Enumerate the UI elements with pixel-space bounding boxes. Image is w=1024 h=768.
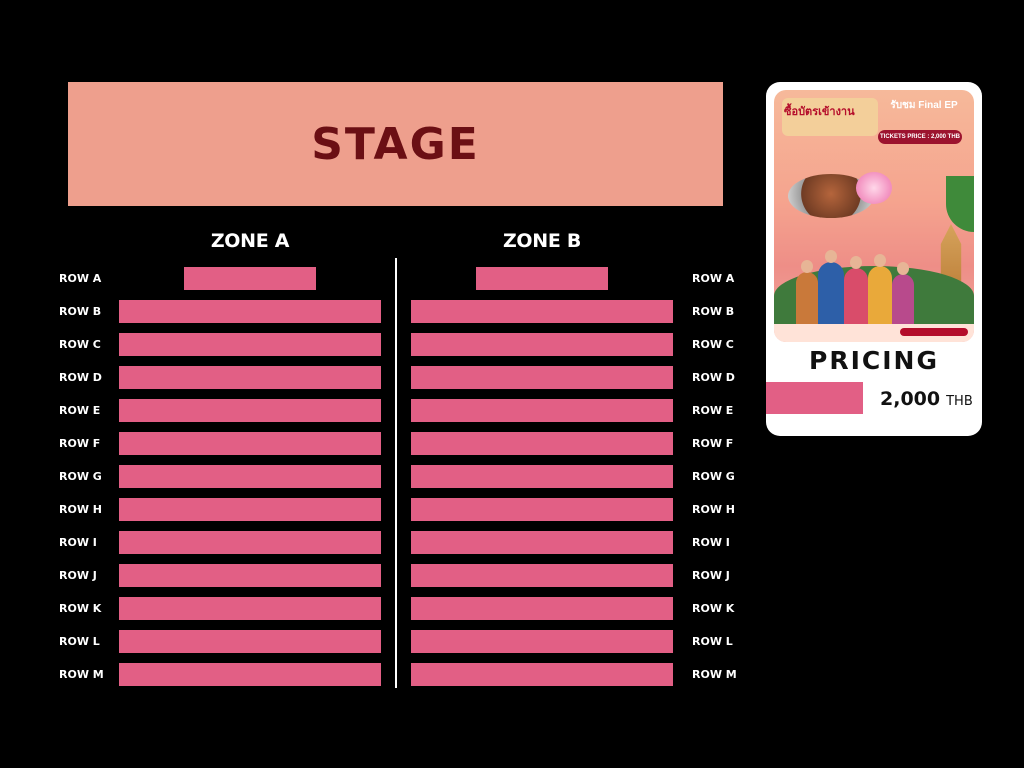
price-tier: 2,000 THB [880,388,973,410]
seat-block-zone-b-row-b[interactable] [411,300,673,323]
row-label-right: ROW F [692,437,734,450]
row-label-left: ROW M [59,668,104,681]
seat-block-zone-b-row-g[interactable] [411,465,673,488]
seat-block-zone-a-row-e[interactable] [119,399,381,422]
row-label-left: ROW L [59,635,100,648]
seat-block-zone-a-row-b[interactable] [119,300,381,323]
seat-block-zone-b-row-l[interactable] [411,630,673,653]
seat-block-zone-a-row-i[interactable] [119,531,381,554]
stage: STAGE [68,82,723,206]
row-label-right: ROW E [692,404,734,417]
zone-a-title: ZONE A [210,230,290,252]
row-label-left: ROW F [59,437,101,450]
poster-ticket-price: TICKETS PRICE : 2,000 THB [878,130,962,144]
seat-block-zone-a-row-c[interactable] [119,333,381,356]
row-label-right: ROW K [692,602,735,615]
price-currency: THB [946,394,973,409]
seat-block-zone-b-row-k[interactable] [411,597,673,620]
poster-headline: ซื้อบัตรเข้างาน [784,105,855,118]
seat-block-zone-b-row-d[interactable] [411,366,673,389]
pricing-heading: PRICING [809,346,939,375]
seat-block-zone-a-row-k[interactable] [119,597,381,620]
seat-block-zone-b-row-j[interactable] [411,564,673,587]
poster-headline-box [782,98,878,136]
row-label-right: ROW B [692,305,735,318]
row-label-left: ROW I [59,536,97,549]
row-label-right: ROW H [692,503,735,516]
seat-block-zone-b-row-e[interactable] [411,399,673,422]
cast-member-figure [892,262,914,326]
row-label-right: ROW C [692,338,734,351]
leaf-illustration [946,176,974,232]
row-label-left: ROW K [59,602,102,615]
row-label-left: ROW C [59,338,101,351]
row-label-left: ROW B [59,305,102,318]
seat-block-zone-a-row-m[interactable] [119,663,381,686]
poster-subheadline: รับชม Final EP [890,100,958,111]
row-label-left: ROW D [59,371,102,384]
cast-member-figure [868,254,892,326]
seat-block-zone-a-row-l[interactable] [119,630,381,653]
row-label-left: ROW G [59,470,102,483]
flower-illustration [856,172,892,204]
zone-divider [395,258,397,688]
row-label-left: ROW E [59,404,101,417]
row-label-right: ROW M [692,668,737,681]
row-label-left: ROW A [59,272,102,285]
row-label-right: ROW G [692,470,735,483]
cast-member-figure [844,256,868,326]
row-label-left: ROW J [59,569,97,582]
seat-block-zone-b-row-m[interactable] [411,663,673,686]
seat-block-zone-a-row-g[interactable] [119,465,381,488]
zone-b-title: ZONE B [502,230,582,252]
seat-block-zone-b-row-h[interactable] [411,498,673,521]
price-tier-color-swatch [766,382,863,414]
row-label-left: ROW H [59,503,102,516]
row-label-right: ROW J [692,569,730,582]
stage-label: STAGE [311,118,480,170]
cast-member-figure [796,260,818,326]
seat-block-zone-b-row-c[interactable] [411,333,673,356]
row-label-right: ROW L [692,635,733,648]
seat-block-zone-a-row-f[interactable] [119,432,381,455]
seat-block-zone-a-row-a[interactable] [184,267,316,290]
pricing-card: ซื้อบัตรเข้างาน รับชม Final EP TICKETS P… [766,82,982,436]
row-label-right: ROW D [692,371,735,384]
price-amount: 2,000 [880,388,941,410]
seat-block-zone-b-row-i[interactable] [411,531,673,554]
cast-member-figure [818,250,844,326]
poster-footer-tag [900,328,968,336]
row-label-right: ROW I [692,536,730,549]
seat-block-zone-b-row-a[interactable] [476,267,608,290]
seat-block-zone-a-row-j[interactable] [119,564,381,587]
row-label-right: ROW A [692,272,735,285]
seat-block-zone-a-row-h[interactable] [119,498,381,521]
event-poster-image[interactable]: ซื้อบัตรเข้างาน รับชม Final EP TICKETS P… [774,90,974,342]
seat-block-zone-a-row-d[interactable] [119,366,381,389]
seat-block-zone-b-row-f[interactable] [411,432,673,455]
